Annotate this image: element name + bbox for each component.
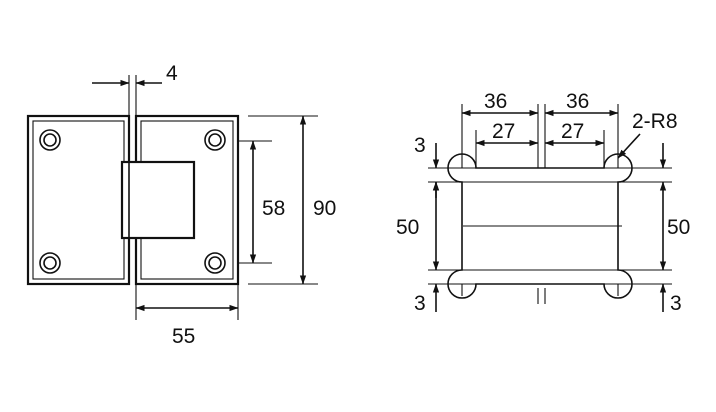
height-left-dimension: 50: [396, 181, 440, 271]
outer-width-right-label: 36: [566, 90, 589, 113]
top-offset-label: 3: [414, 134, 426, 157]
radius-label: 2-R8: [632, 110, 678, 133]
bottom-offset-right-label: 3: [670, 292, 682, 315]
inner-width-right-label: 27: [561, 120, 584, 143]
plate-width-label: 55: [172, 325, 195, 348]
inner-width-left-dimension: 27: [475, 120, 539, 147]
bottom-offset-left-label: 3: [414, 292, 426, 315]
screw-icon: [39, 252, 61, 274]
height-left-label: 50: [396, 216, 419, 239]
gap-dimension: 4: [92, 62, 178, 116]
plate-width-dimension: 55: [135, 284, 239, 348]
bottom-offset-right-dimension: 3: [659, 283, 682, 315]
hinge-height-dimension: 58: [238, 140, 285, 264]
height-right-label: 50: [667, 216, 690, 239]
hinge-block: [120, 160, 196, 240]
outer-width-left-dimension: 36: [461, 90, 539, 117]
inner-width-left-label: 27: [492, 120, 515, 143]
overall-height-label: 90: [313, 197, 336, 220]
hinge-height-label: 58: [262, 197, 285, 220]
screw-icon: [39, 129, 61, 151]
screw-icon: [204, 252, 226, 274]
glass-cutout-view: 36 36 27 27 2-R8 3: [396, 90, 690, 315]
hinge-front-view: 4 58 90 55: [26, 62, 336, 348]
gap-label: 4: [166, 62, 178, 85]
outer-width-right-dimension: 36: [544, 90, 619, 117]
height-right-dimension: 50: [659, 181, 690, 271]
screw-icon: [204, 129, 226, 151]
radius-callout: 2-R8: [617, 110, 678, 159]
top-offset-dimension: 3: [414, 134, 440, 198]
overall-height-dimension: 90: [248, 115, 336, 285]
bottom-offset-left-dimension: 3: [414, 283, 440, 315]
outer-width-left-label: 36: [484, 90, 507, 113]
inner-width-right-dimension: 27: [544, 120, 605, 147]
left-plate: [26, 114, 131, 286]
